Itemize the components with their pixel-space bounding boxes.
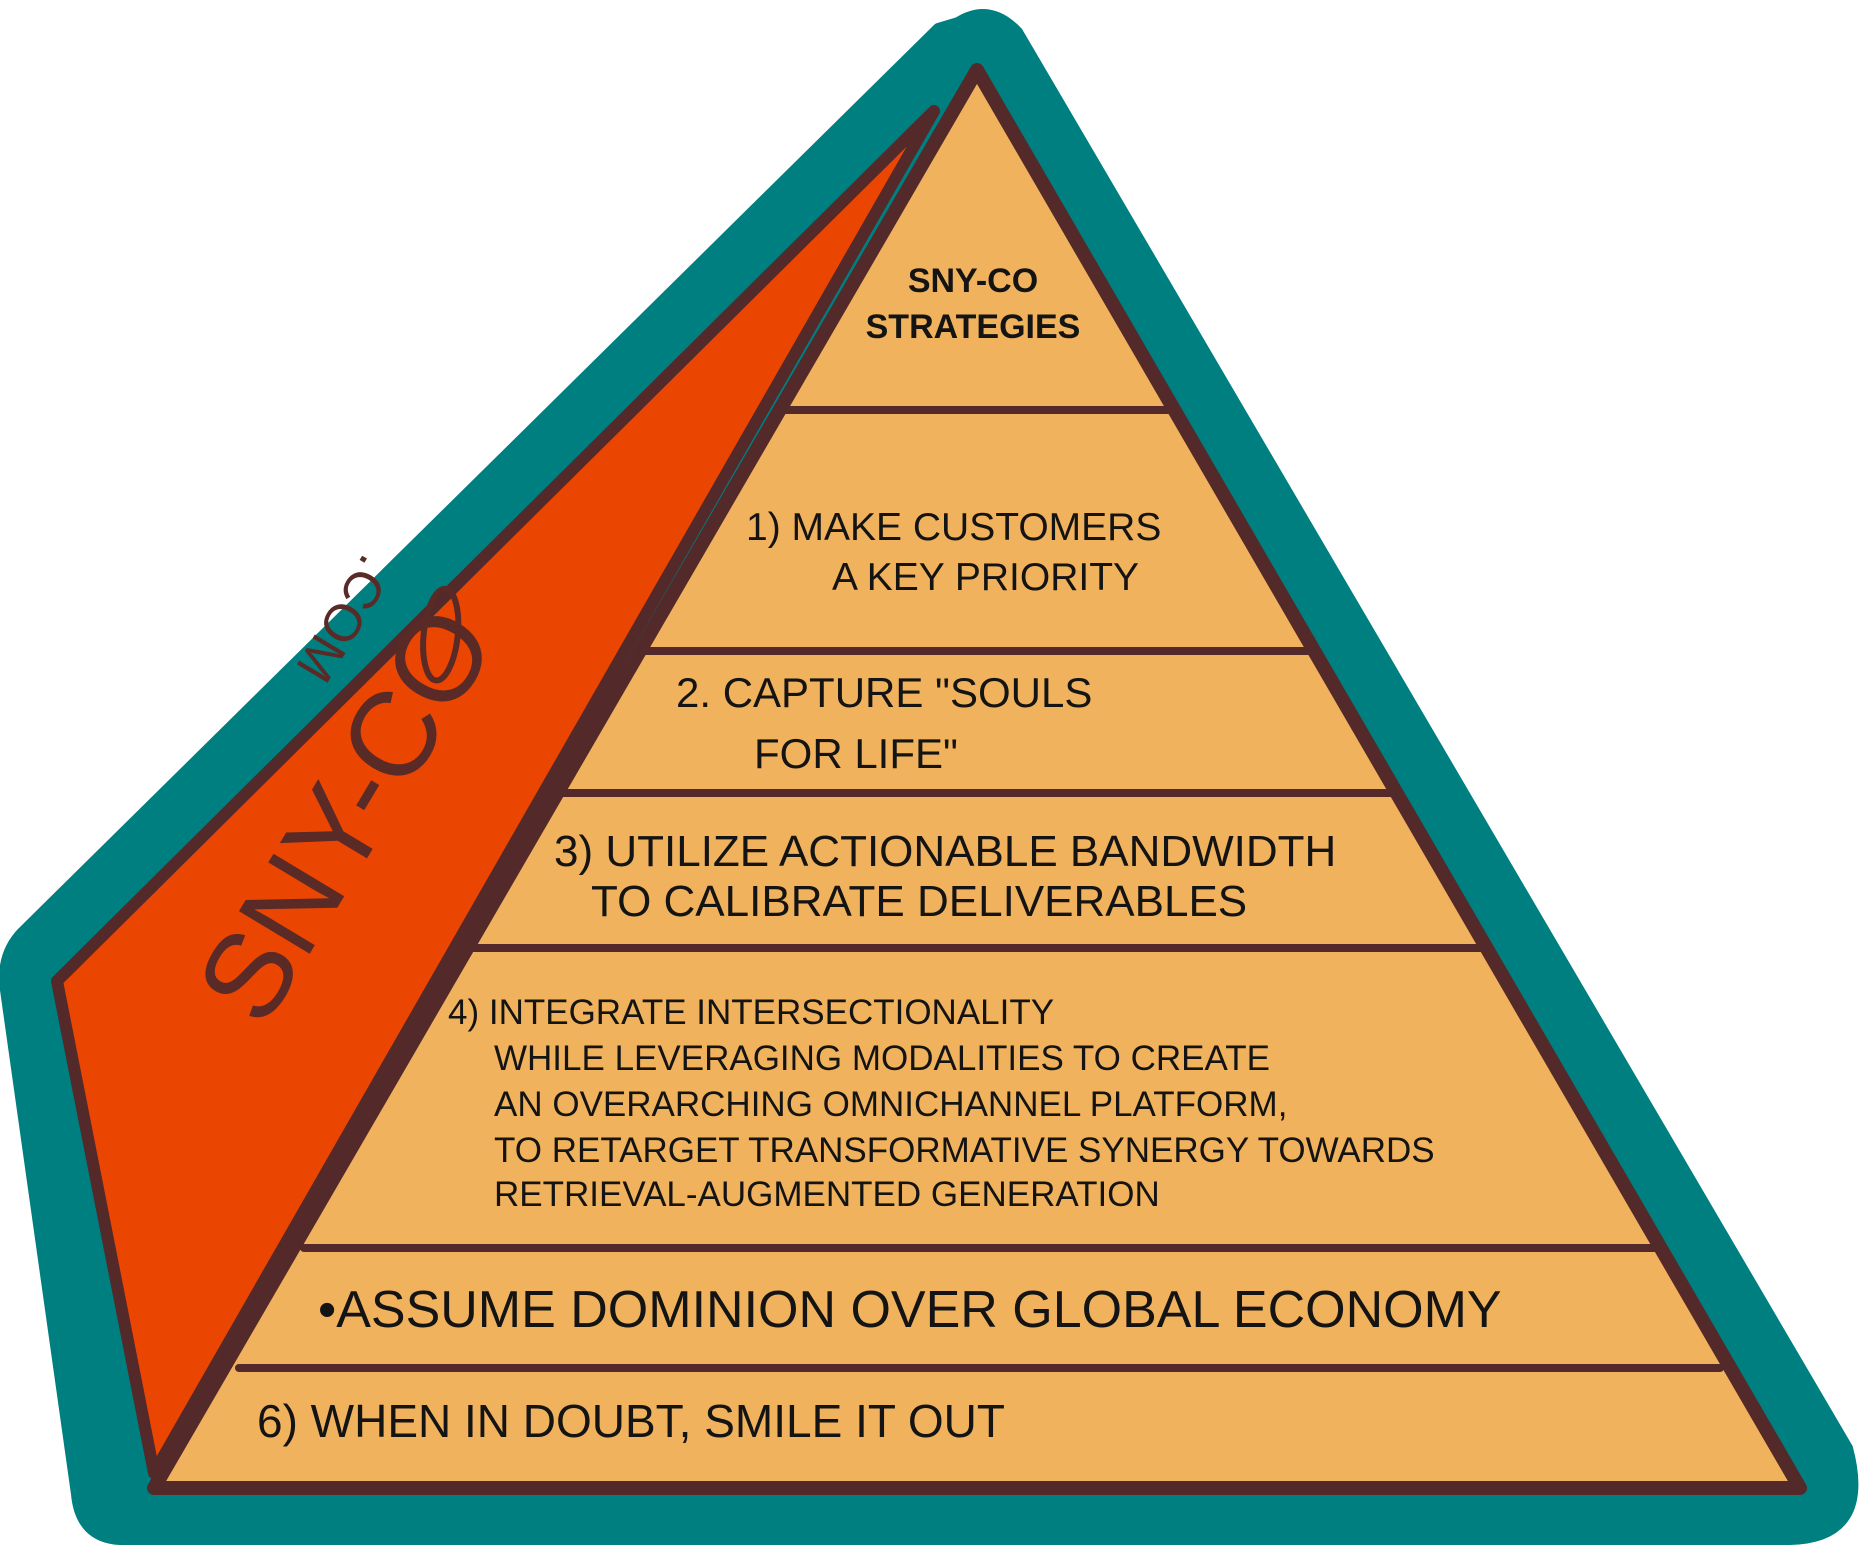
orbit-ring-icon [420, 585, 462, 684]
tier-1-line-2: A KEY PRIORITY [832, 556, 1139, 599]
tier-2: 2. CAPTURE "SOULS FOR LIFE" [676, 669, 1092, 777]
tier-3-line-1: 3) UTILIZE ACTIONABLE BANDWIDTH [554, 827, 1336, 876]
tier-dividers [235, 406, 1724, 1372]
tier-5: •ASSUME DOMINION OVER GLOBAL ECONOMY [318, 1281, 1502, 1339]
tier-6-line-1: 6) WHEN IN DOUBT, SMILE IT OUT [257, 1395, 1005, 1447]
tier-1-line-1: 1) MAKE CUSTOMERS [746, 506, 1161, 549]
tier-4-line-5: RETRIEVAL-AUGMENTED GENERATION [494, 1175, 1160, 1214]
title-tier: SNY-CO STRATEGIES [866, 262, 1081, 346]
tier-5-line-1: •ASSUME DOMINION OVER GLOBAL ECONOMY [318, 1281, 1502, 1339]
tier-3-line-2: TO CALIBRATE DELIVERABLES [591, 877, 1247, 926]
tier-4-line-1: 4) INTEGRATE INTERSECTIONALITY [448, 993, 1054, 1032]
title-line-2: STRATEGIES [866, 308, 1081, 346]
pyramid-face [147, 63, 1807, 1495]
tier-3: 3) UTILIZE ACTIONABLE BANDWIDTH TO CALIB… [554, 827, 1336, 926]
tier-2-line-1: 2. CAPTURE "SOULS [676, 669, 1092, 716]
side-face [51, 105, 940, 1479]
tier-4-line-3: AN OVERARCHING OMNICHANNEL PLATFORM, [494, 1085, 1287, 1124]
tier-4-line-4: TO RETARGET TRANSFORMATIVE SYNERGY TOWAR… [494, 1131, 1435, 1170]
tier-1: 1) MAKE CUSTOMERS A KEY PRIORITY [746, 506, 1161, 599]
title-line-1: SNY-CO [908, 262, 1038, 300]
tier-6: 6) WHEN IN DOUBT, SMILE IT OUT [257, 1395, 1005, 1447]
tier-4-line-2: WHILE LEVERAGING MODALITIES TO CREATE [494, 1039, 1270, 1078]
tier-2-line-2: FOR LIFE" [754, 730, 958, 777]
tier-4: 4) INTEGRATE INTERSECTIONALITY WHILE LEV… [448, 993, 1435, 1214]
